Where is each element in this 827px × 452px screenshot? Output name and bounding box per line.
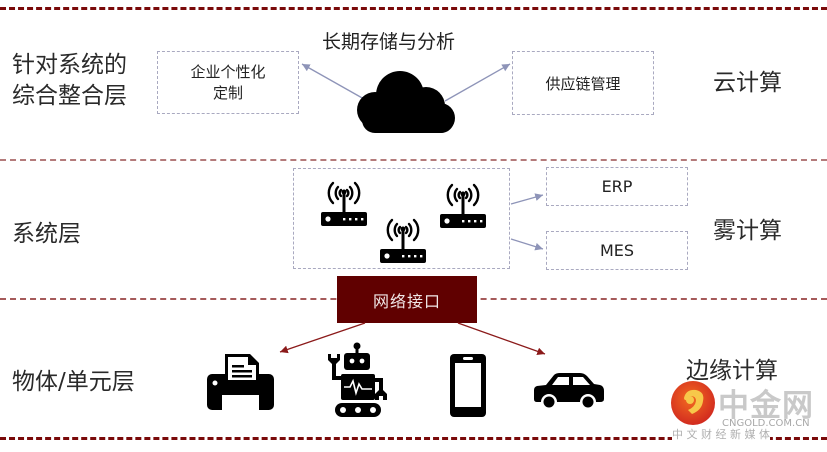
separator-cloud-fog [0, 159, 827, 161]
network-interface-box: 网络接口 [337, 276, 477, 323]
box-text: MES [599, 241, 635, 260]
arrow-to-enterprise-box [301, 63, 365, 100]
cloud-icon [357, 71, 455, 133]
watermark-logo-icon [671, 381, 715, 425]
layer-label-integration: 针对系统的 综合整合层 [12, 50, 127, 112]
compute-label-cloud: 云计算 [713, 70, 782, 96]
compute-label-edge: 边缘计算 [686, 358, 778, 384]
layer-label-object: 物体/单元层 [12, 369, 135, 395]
arrow-to-supply-chain-box [444, 63, 511, 102]
box-text-line: 企业个性化 [190, 62, 266, 81]
robot-icon [328, 342, 387, 417]
layer-label-system: 系统层 [12, 221, 81, 247]
layer-label-line: 综合整合层 [12, 83, 127, 109]
watermark-tagline: 中 文 财 经 新 媒 体 [672, 426, 770, 442]
compute-label-fog: 雾计算 [713, 218, 782, 244]
arrow-to-erp [510, 193, 544, 205]
smartphone-icon [450, 354, 486, 417]
arrow-to-mes [510, 238, 544, 251]
supply-chain-box: 供应链管理 [512, 51, 654, 115]
cloud-title: 长期存储与分析 [322, 31, 456, 53]
enterprise-customization-box: 企业个性化 定制 [157, 51, 299, 114]
erp-box: ERP [546, 167, 688, 206]
bottom-separator [0, 437, 827, 440]
box-text: 供应链管理 [545, 74, 621, 93]
box-text: ERP [601, 177, 633, 196]
router-group-box [293, 168, 510, 269]
router-icon [440, 183, 486, 228]
car-icon [534, 373, 604, 410]
router-icon [321, 181, 367, 226]
box-text-line: 定制 [212, 83, 243, 102]
top-separator [0, 7, 827, 10]
arrow-to-car [457, 322, 546, 356]
network-interface-label: 网络接口 [372, 291, 441, 311]
router-icon [380, 218, 426, 263]
watermark-brand: 中金网 [718, 388, 814, 424]
printer-icon [207, 354, 274, 410]
layer-label-line: 针对系统的 [12, 52, 127, 78]
arrow-to-printer [279, 322, 366, 354]
mes-box: MES [546, 231, 688, 270]
watermark-domain: CNGOLD.COM.CN [722, 418, 810, 429]
